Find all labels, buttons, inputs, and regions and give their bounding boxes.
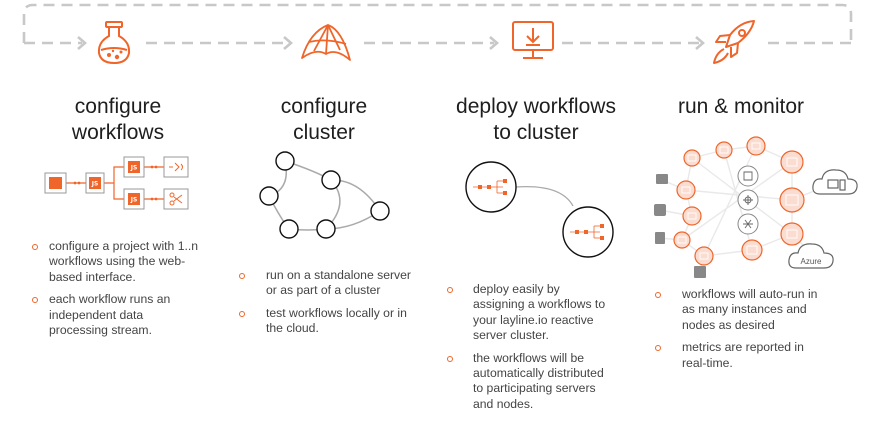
- list-item: deploy easily by assigning a workflows t…: [446, 282, 606, 344]
- bullet-list-configure-workflows: configure a project with 1..n workflows …: [31, 239, 201, 345]
- list-item: configure a project with 1..n workflows …: [31, 239, 201, 285]
- bullet-list-run-monitor: workflows will auto-run in as many insta…: [654, 287, 819, 378]
- js-node-label: JS: [130, 197, 138, 204]
- network-cluster-icon: [301, 24, 351, 61]
- js-node-label: JS: [91, 181, 99, 188]
- azure-cloud-icon: [788, 243, 834, 269]
- list-item: the workflows will be automatically dist…: [446, 351, 606, 413]
- bullet-list-deploy: deploy easily by assigning a workflows t…: [446, 282, 606, 419]
- list-item: test workflows locally or in the cloud.: [238, 306, 414, 337]
- list-item: run on a standalone server or as part of…: [238, 268, 414, 299]
- step-title-run-monitor: run & monitor: [677, 95, 805, 118]
- cluster-diagram: [259, 151, 390, 239]
- flask-icon: [97, 21, 131, 65]
- process-flow-line: [22, 3, 853, 50]
- rocket-icon: [713, 20, 755, 64]
- list-item: workflows will auto-run in as many insta…: [654, 287, 819, 333]
- js-node-label: JS: [130, 165, 138, 172]
- server-cloud-icon: [812, 169, 858, 195]
- bullet-list-configure-cluster: run on a standalone server or as part of…: [238, 268, 414, 344]
- monitor-network-diagram: Azure: [654, 136, 858, 278]
- azure-label: Azure: [801, 257, 822, 266]
- deploy-diagram: [465, 161, 614, 258]
- list-item: each workflow runs an independent data p…: [31, 292, 201, 338]
- monitor-download-icon: [512, 21, 554, 59]
- workflow-diagram: JS JS JS: [44, 156, 189, 210]
- list-item: metrics are reported in real-time.: [654, 340, 819, 371]
